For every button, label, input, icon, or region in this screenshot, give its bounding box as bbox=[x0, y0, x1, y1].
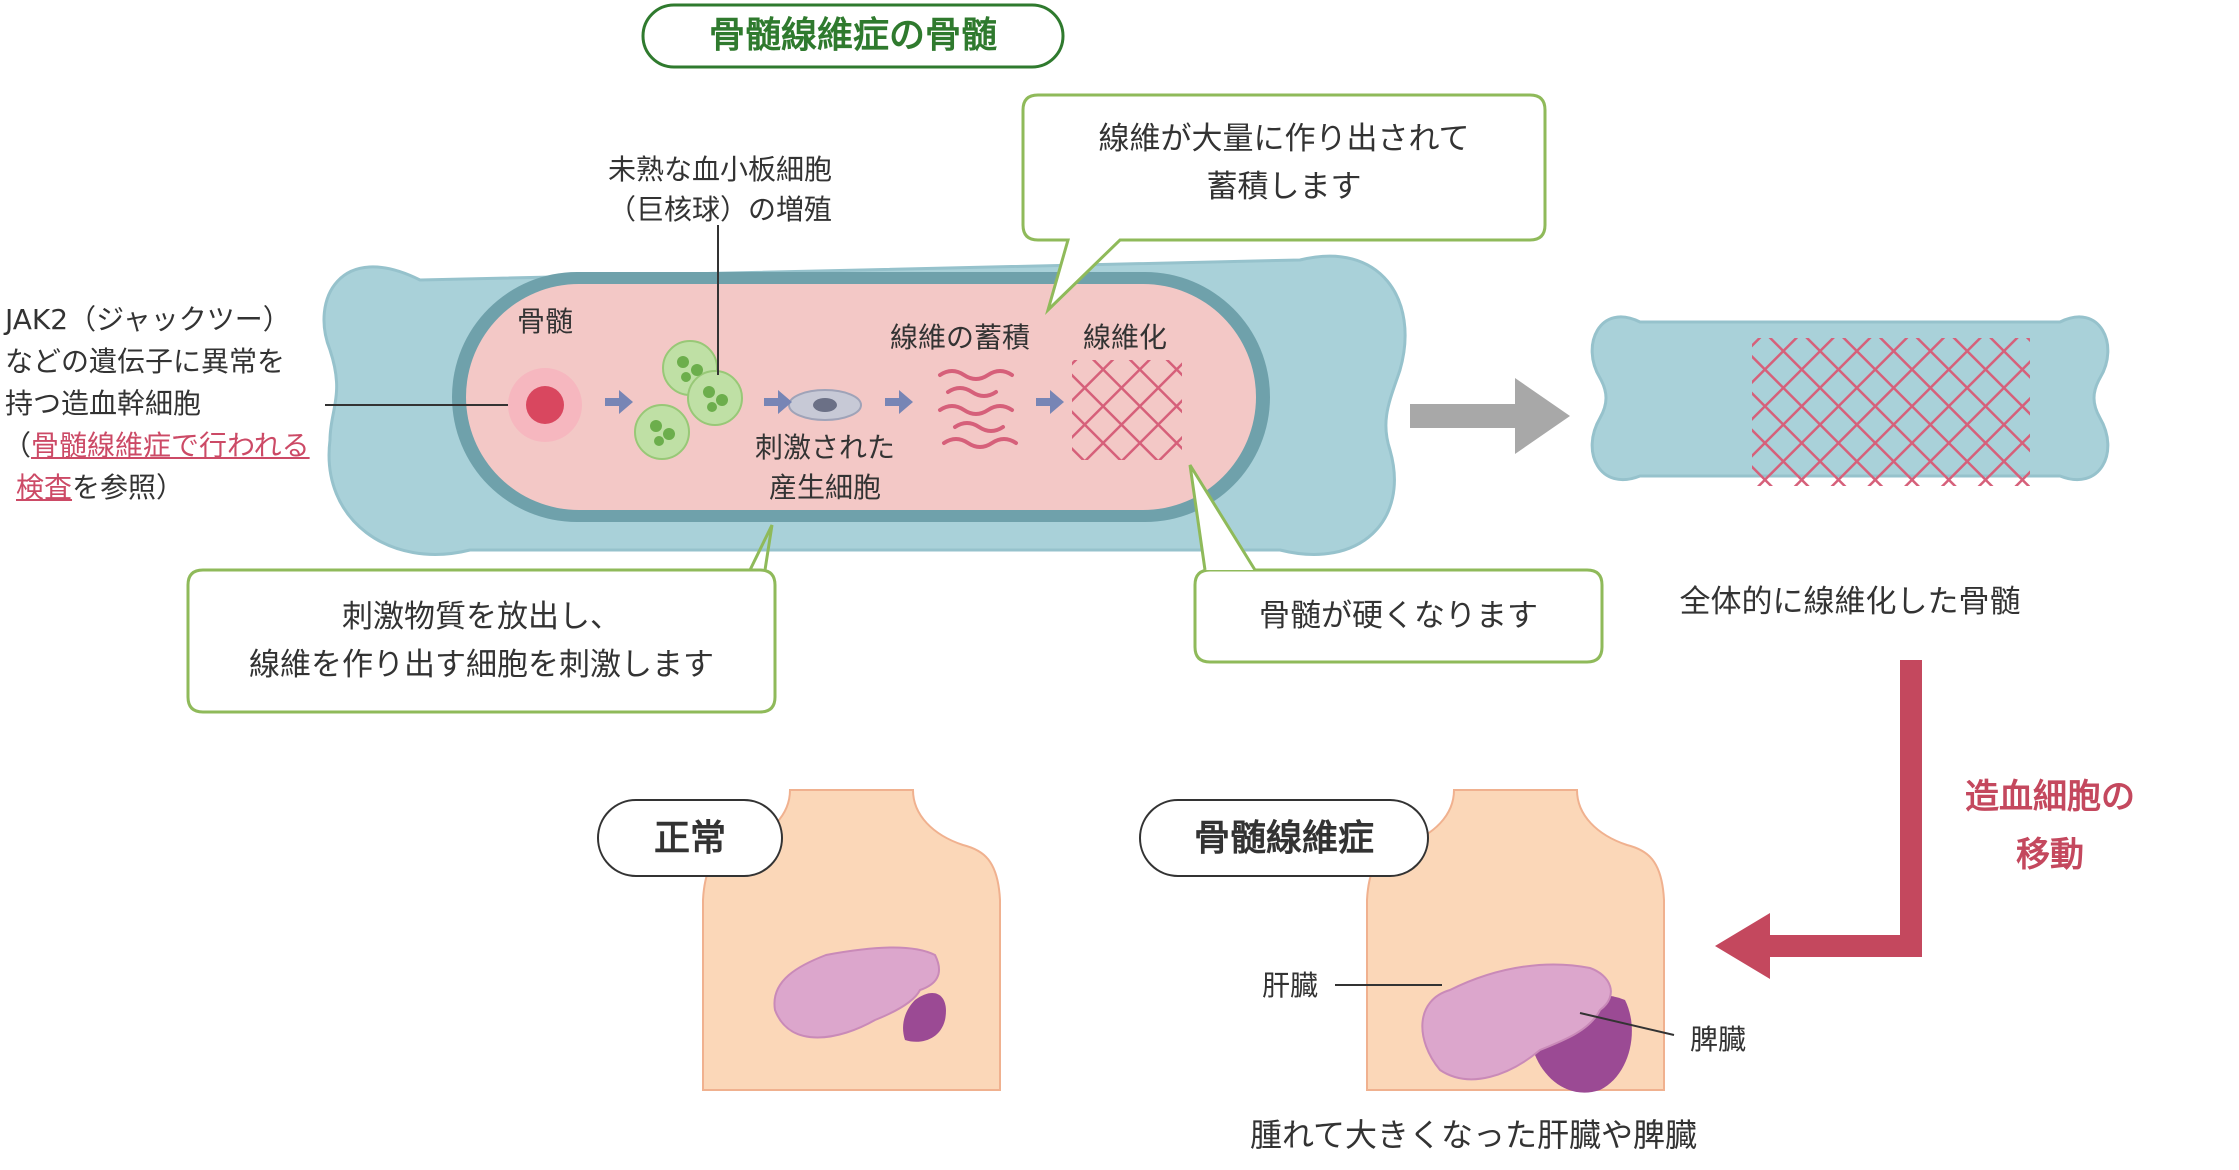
callout-fiber-line1: 線維が大量に作り出されて bbox=[1098, 121, 1470, 157]
fibrotic-bone bbox=[1590, 315, 2110, 486]
label-stimulated-1: 刺激された bbox=[754, 431, 895, 464]
title-pill-frame bbox=[641, 3, 1065, 69]
producing-cell bbox=[788, 389, 862, 421]
transition-arrow bbox=[1410, 378, 1570, 454]
jak2-note-line4: （骨髄線維症で行われる bbox=[3, 426, 310, 466]
fiber-strands bbox=[938, 369, 1018, 449]
jak2-paren-open: （ bbox=[3, 429, 32, 462]
callout-stimulus-line2: 線維を作り出す細胞を刺激します bbox=[249, 647, 714, 683]
migration-label-2: 移動 bbox=[2016, 835, 2084, 875]
label-spleen: 脾臓 bbox=[1690, 1023, 1747, 1056]
callout-stimulus-line1: 刺激物質を放出し、 bbox=[342, 599, 621, 635]
migration-arrow bbox=[1715, 660, 1922, 979]
label-normal: 正常 bbox=[653, 818, 726, 859]
stem-cell bbox=[508, 368, 582, 442]
callout-fiber-line2: 蓄積します bbox=[1206, 169, 1362, 205]
jak2-ref-suffix: を参照） bbox=[72, 471, 185, 504]
label-swollen-organs: 腫れて大きくなった肝臓や脾臓 bbox=[1250, 1116, 1698, 1154]
label-fiber-accum: 線維の蓄積 bbox=[889, 321, 1030, 354]
callout-frames bbox=[186, 93, 1604, 714]
label-liver: 肝臓 bbox=[1262, 969, 1319, 1002]
jak2-note-line3: 持つ造血幹細胞 bbox=[5, 387, 202, 420]
label-fibrotic-bone: 全体的に線維化した骨髄 bbox=[1679, 584, 2021, 620]
label-myelofibrosis: 骨髄線維症 bbox=[1193, 818, 1374, 859]
torso-myelofibrosis bbox=[1335, 789, 1675, 1093]
jak2-note-line1: JAK2（ジャックツー） bbox=[5, 303, 291, 336]
label-immature-platelet-2: （巨核球）の増殖 bbox=[607, 193, 832, 226]
fibrosis-mesh bbox=[1072, 360, 1182, 460]
jak2-note-line2: などの遺伝子に異常を bbox=[5, 345, 286, 378]
label-immature-platelet-1: 未熟な血小板細胞 bbox=[607, 153, 832, 186]
callout-hard: 骨髄が硬くなります bbox=[1259, 598, 1538, 634]
label-fibrosis: 線維化 bbox=[1082, 321, 1167, 354]
label-bone-marrow: 骨髄 bbox=[516, 305, 573, 338]
megakaryocyte-cluster bbox=[634, 340, 743, 460]
page-title: 骨髄線維症の骨髄 bbox=[708, 15, 997, 56]
myelofibrosis-pill-frame bbox=[1139, 799, 1429, 877]
normal-pill-frame bbox=[597, 799, 783, 877]
jak2-note-line5: 検査を参照） bbox=[16, 468, 184, 508]
flow-arrows bbox=[605, 390, 1064, 414]
leader-lines bbox=[325, 225, 719, 406]
migration-label-1: 造血細胞の bbox=[1965, 777, 2135, 817]
exam-link-part1[interactable]: 骨髄線維症で行われる bbox=[31, 429, 310, 462]
exam-link-part2[interactable]: 検査 bbox=[16, 471, 73, 504]
label-stimulated-2: 産生細胞 bbox=[768, 471, 881, 504]
